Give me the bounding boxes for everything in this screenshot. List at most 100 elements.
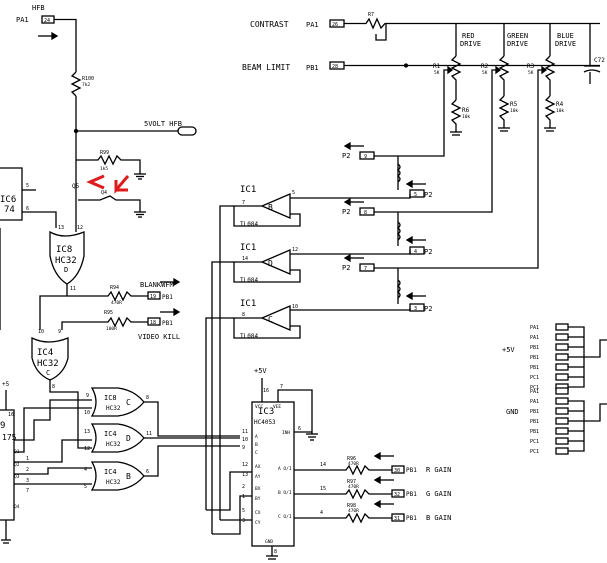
pin-box [555,417,569,425]
r100-label: R100 [82,76,94,82]
ic1b-pin7: 7 [242,200,245,206]
ic3-cx: CX [255,510,261,516]
ic6-box [0,167,23,221]
p2-r1-label: P2 [424,191,432,199]
arrow-head-icon [51,31,59,41]
ic4c-pin8: 8 [52,384,55,390]
ic3-gnd: GND [265,539,273,545]
highlight-arrow-left-icon [86,174,105,190]
resistor-r94 [67,290,150,302]
contrast-label: CONTRAST [250,20,289,29]
ic1d-unit: D [268,259,273,268]
r2-label: R2 [481,63,489,70]
ic1d-label: IC1 [240,243,256,253]
r97-label: R97 [347,479,356,485]
ic9-box [0,409,15,521]
ic6-type: 74 [4,205,15,215]
r7-wiper [375,24,387,41]
p2-r3-label: P2 [424,305,432,313]
ic1c-pin10: 10 [292,304,298,310]
pin-box [555,353,569,361]
junction-dot [403,63,409,68]
g-pin12: 12 [84,446,90,452]
ic3-aout: A O/I [278,466,292,472]
r100-value: 7k2 [82,82,90,88]
g-pin13: 13 [84,429,90,435]
resistor-r99 [76,154,141,174]
blankwfm-label: BLANKWFM [140,281,174,289]
r-gain-label: R GAIN [426,466,451,474]
g-pin5: 5 [84,484,87,490]
ic3-vee: VEE [273,404,281,410]
junction-dot [73,128,79,134]
gnd-label: GND [506,408,519,416]
ic4d-type: HC32 [106,441,121,448]
wire-opamp-c-to-ic3 [205,317,234,510]
ic3-bx: BX [255,486,261,492]
bus-gnd-out [584,403,607,422]
left-pin2: 2 [26,467,29,473]
blue-drive-1: BLUE [557,32,574,40]
pb1-video-label: PB1 [162,320,173,327]
r5-value: 10k [510,108,518,114]
ic6-pin6: 6 [26,206,29,212]
conn-pa1: PA1 [530,389,539,395]
conn-pa1: PA1 [530,335,539,341]
ic1-c-opamp [260,305,291,331]
p2-3-label: P2 [342,264,350,272]
r2-value: 5K [482,70,488,76]
ic3-label: IC3 [258,407,274,417]
resistor-r6 [450,99,462,132]
ic3-pin8: 8 [274,549,277,555]
ic3-inh: INH [282,430,290,436]
resistor-r97 [294,488,392,500]
conn-pc1: PC1 [530,375,539,381]
conn-pb1: PB1 [530,409,539,415]
p2-pin9: 9 [364,154,367,160]
r-gain-arrow-icon [373,451,381,461]
ic3-pin14: 14 [320,462,326,468]
connector-p2-3 [409,303,425,312]
g-pin8: 8 [146,395,149,401]
p2-2-arrow-icon [343,197,351,207]
r1-wiper-wire [374,69,448,157]
left-q3: Q3 [14,474,20,480]
ic8-pin11: 11 [70,286,76,292]
left-wire-d [14,467,92,475]
left-pin16: 16 [8,412,14,418]
switch-q4 [78,195,141,212]
left-pin7: 7 [26,488,29,494]
5volt-hfb-label: 5VOLT HFB [144,120,182,128]
ic6-pin6-wire [22,211,57,228]
q4-label: Q4 [101,190,107,196]
resistor-r96 [294,464,392,476]
pb1-blank-label: PB1 [162,294,173,301]
pin-19-label: 19 [150,294,156,300]
pin-box [555,407,569,415]
inductor-l3 [396,279,401,299]
r4-label: R4 [556,101,564,108]
ic3-vee-wire [277,389,313,434]
pin-box [555,387,569,395]
connector-19 [147,291,161,300]
pin-box [555,447,569,455]
ic3-vcc: VCC [255,404,263,410]
q5-label: Q5 [72,183,80,190]
r98-value: 470R [348,508,359,514]
bus-plus5v-out [584,339,607,358]
ic3-pin9: 9 [242,445,245,451]
pin-24-label: 24 [44,18,50,24]
pin-28-label: 28 [332,64,338,70]
ic3-pin-c: C [255,450,258,456]
ic1b-fb-wire [233,205,301,227]
ic3-pin-b: B [255,442,258,448]
p2-pin3: 3 [414,306,417,312]
g-pin10: 10 [84,410,90,416]
p2-pin4: 4 [414,249,417,255]
ic8-top-type: HC32 [55,256,77,266]
conn-pb1: PB1 [530,365,539,371]
resistor-r3 [544,55,556,96]
r98-label: R98 [347,503,356,509]
wire-opamp-b-to-ic3 [219,205,234,520]
